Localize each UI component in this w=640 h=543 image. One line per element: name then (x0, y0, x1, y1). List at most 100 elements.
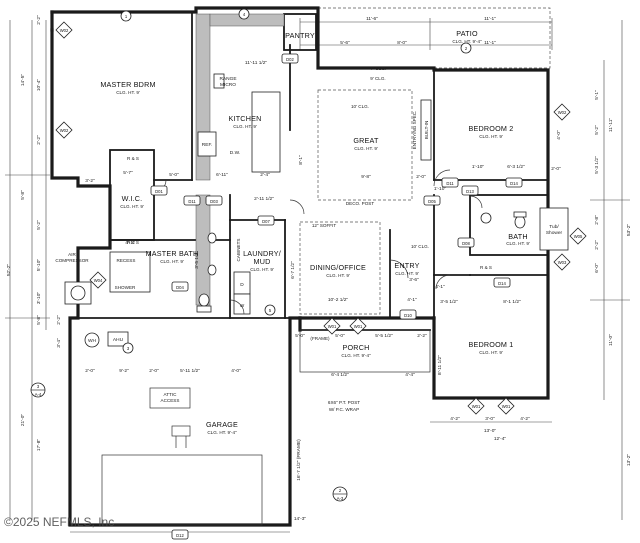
dim-left-10: 17'-8" (36, 439, 42, 452)
refrigerator (197, 131, 217, 157)
dim-right-2: 5'-1" (594, 90, 600, 100)
tag-w01-c: W01 (472, 404, 481, 409)
garage-door (101, 454, 263, 526)
recess: RECESS (117, 258, 136, 263)
dim-in-25: 4'-0" (231, 368, 241, 374)
dim-left-5: 5'-8" (20, 190, 26, 200)
dim-in-34: 1'-10" (434, 186, 447, 192)
dining-name: DINING/OFFICE (310, 263, 366, 272)
patio-name: PATIO (456, 29, 478, 38)
dim-in-35: 4" CLG. (370, 66, 387, 72)
bath-ceiling: CLG. HT. 9' (506, 241, 530, 246)
dim-right-3: 5'-2" (594, 125, 600, 135)
kitchen-ceiling: CLG. HT. 9' (233, 124, 257, 129)
dim-in-28: 11'-11 1/2" (245, 60, 267, 66)
misc-labels: RANGE MICRO REF. D.W. 10' CLG. 10' CLG. … (55, 76, 492, 412)
entry-ceiling: CLG. HT. 9' (395, 271, 419, 276)
tag-w04: W04 (94, 278, 103, 283)
dim-in-3: 5'-0" (169, 172, 179, 178)
dim-left-2: 10'-4" (36, 79, 42, 92)
laundry-ceiling: CLG. HT. 9' (250, 267, 274, 272)
dim-in-27: 4'-4" (405, 372, 415, 378)
exterior-walls (50, 6, 550, 527)
dim-left-4: 2'-2" (36, 135, 42, 145)
right-dimensions: 53'-2" 11'-11" 5'-1" 5'-2" 5'-3 1/2" 2'-… (590, 20, 632, 520)
attic-access (149, 387, 191, 409)
fixtures: D W Tub/ Shower WH AHU (64, 73, 569, 526)
dim-in-9: 6'-3 1/2" (507, 164, 525, 170)
entry-name: ENTRY (394, 261, 419, 270)
dim-right-8: 11'-0" (608, 334, 614, 346)
laundry-name: LAUNDRY/ (243, 249, 281, 258)
dim-in-32: 8'-11 1/2" (437, 355, 443, 375)
master-bdrm-name: MASTER BDRM (100, 80, 155, 89)
dim-in-13: 10'-2 1/2" (328, 297, 349, 303)
shower-label: SHOWER (115, 285, 136, 290)
dim-in-21: 2'-0" (85, 368, 95, 374)
tag-w01-d: W01 (502, 404, 511, 409)
dim-bot-3: 4'-2" (520, 416, 530, 422)
entry-10-clg: 10' CLG. (411, 244, 429, 249)
watermark: ©2025 NEFMLS, Inc (4, 515, 114, 529)
dim-right-overall: 53'-2" (626, 224, 632, 237)
soffit-label: 12" SOFFIT (312, 223, 337, 228)
dim-in-16: 3'-6" (409, 277, 419, 283)
ent-spec-label: ENTRY/NG SPEC. (412, 111, 417, 150)
dim-in-4: 6'-11" (216, 172, 228, 178)
dim-top-1: 11'-6" (366, 16, 378, 22)
tag-w02-b: W02 (60, 128, 69, 133)
porch-name: PORCH (343, 343, 370, 352)
dining-ceiling: CLG. HT. 9' (326, 273, 350, 278)
section-3-top: 3 (37, 384, 40, 389)
master-bath-name: MASTER BATH (146, 249, 199, 258)
dim-in-19: 5'-0" (295, 333, 305, 339)
cabinets: CABINETS (236, 239, 241, 262)
attic-2: ACCESS (161, 398, 180, 403)
water-heater (84, 332, 100, 348)
bedroom1-name: BEDROOM 1 (469, 340, 514, 349)
dim-in-6: 9'-8" (361, 174, 371, 180)
dim-top-2: 11'-1" (484, 16, 496, 22)
built-in (420, 99, 432, 161)
dim-in-33: 6'-7 1/2" (290, 261, 296, 279)
great-10-clg: 10' CLG. (351, 104, 369, 109)
marker-1: 1 (125, 14, 128, 19)
bedroom2-name: BEDROOM 2 (469, 124, 514, 133)
tag-d02: D02 (286, 57, 294, 62)
shelves-3: R & S (127, 240, 139, 245)
tag-d04: D04 (176, 285, 184, 290)
dim-right-6: 2'-2" (594, 240, 600, 250)
tub-shower (539, 207, 569, 251)
tag-d11: D11 (446, 181, 454, 186)
dim-in-15: 8'-1 1/2" (503, 299, 521, 305)
attic-1: ATTIC (164, 392, 178, 397)
master-bdrm-ceiling: CLG. HT. 9' (116, 90, 140, 95)
dim-left-11: 3'-4" (56, 338, 62, 348)
micro-label: MICRO (220, 82, 236, 88)
post-1: 6X6" P.T. POST (328, 400, 360, 405)
tag-d05: D05 (428, 199, 436, 204)
nine-clg: 9' CLG. (370, 76, 385, 81)
interior-walls (77, 11, 549, 373)
dim-in-1: 5'-7" (123, 170, 133, 176)
dim-in-38: 14'-3" (294, 516, 307, 522)
dryer-label: D (240, 282, 244, 288)
dim-bot-4: 13'-0" (484, 428, 497, 434)
tag-d01: D01 (155, 189, 163, 194)
tag-d03: D03 (210, 199, 218, 204)
air-comp-2: COMPRESSOR (55, 258, 89, 263)
dim-in-17: 5'-5 1/2" (375, 333, 393, 339)
kitchen-island (251, 91, 281, 173)
dim-right-4: 5'-3 1/2" (594, 156, 600, 174)
interior-dimensions: 5'-7" 3'-2" 5'-0" 6'-11" 2'-4" 9'-8" 2'-… (36, 60, 562, 522)
dim-in-18: 2'-2" (417, 333, 427, 339)
tag-w01-a: W01 (328, 324, 337, 329)
dim-in-39: 12'-4" (494, 436, 507, 442)
tags: D01 D02 D03 D04 D05 D07 D08 D14 D10 D11 … (30, 8, 587, 540)
kitchen-name: KITCHEN (229, 114, 262, 123)
frame-note: (FRAME) (310, 336, 330, 341)
marker-5: 5 (269, 308, 272, 313)
bottom-dimensions: 4'-2" 3'-0" 4'-2" 13'-0" 16'-7 1/2" (FRA… (70, 416, 552, 533)
master-bath-ceiling: CLG. HT. 9' (160, 259, 184, 264)
dim-left-overall: 52'-2" (6, 264, 12, 277)
